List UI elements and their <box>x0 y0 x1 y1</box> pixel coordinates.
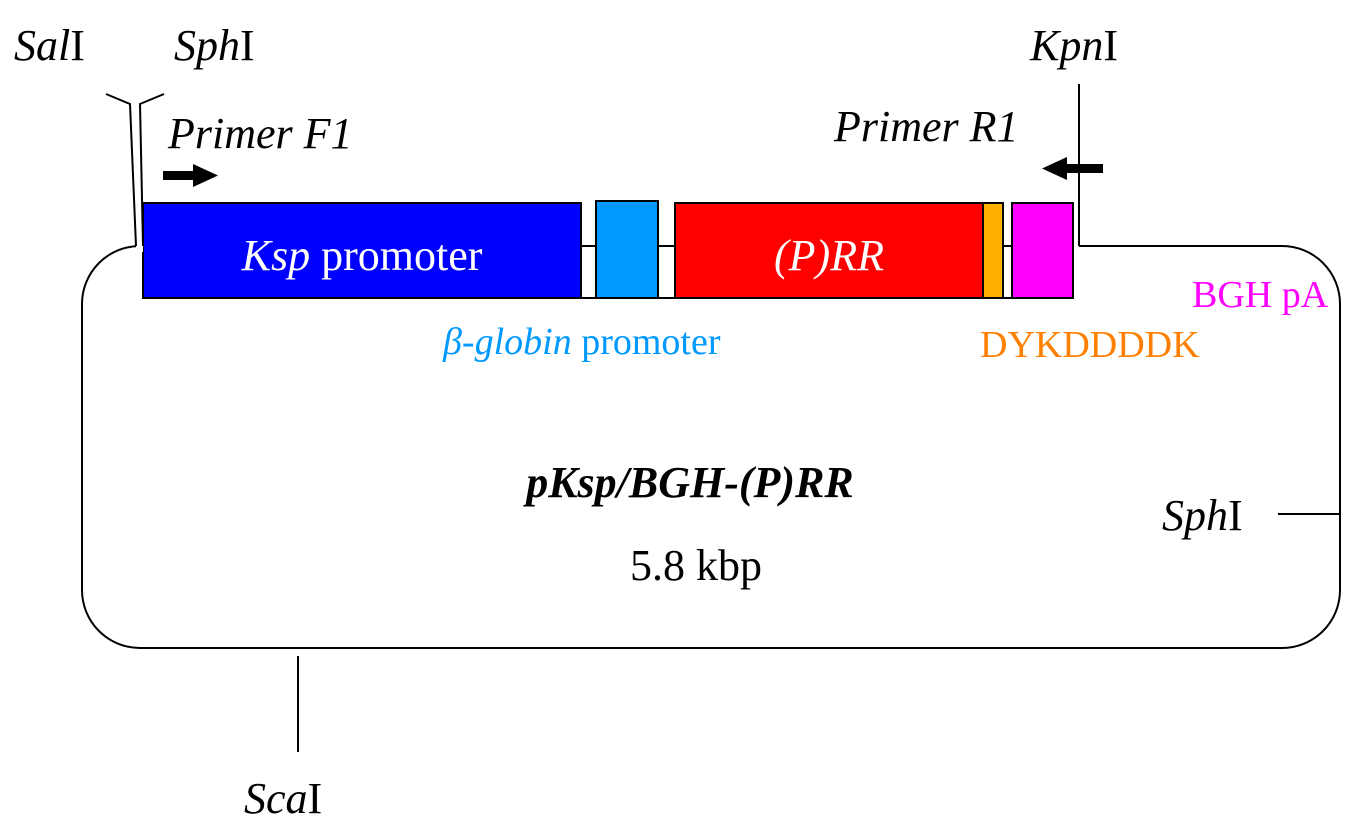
sph-left-site-line <box>138 93 165 247</box>
flag-tag-box <box>982 202 1004 299</box>
sph-right-label: SphI <box>1162 491 1243 540</box>
bgh-pa-label: BGH pA <box>1192 274 1329 316</box>
plasmid-size: 5.8 kbp <box>630 541 762 590</box>
plasmid-name: pKsp/BGH-(P)RR <box>522 458 854 507</box>
prr-box <box>674 202 984 299</box>
ksp-promoter-box <box>142 202 582 299</box>
primer-f1-label: Primer F1 <box>167 109 353 158</box>
primer-r1-arrow <box>1042 157 1103 180</box>
flag-tag-label: DYKDDDDK <box>980 324 1200 366</box>
beta-globin-promoter-label: β-globin promoter <box>442 321 721 363</box>
cassette-gap-right <box>1074 240 1079 252</box>
primer-r1-label: Primer R1 <box>833 102 1019 151</box>
sal-site-line <box>105 93 137 247</box>
cassette-gap <box>136 240 143 252</box>
ksp-promoter-label: Ksp promoter <box>241 231 483 280</box>
primer-f1-arrow <box>163 164 218 187</box>
sca-label: ScaI <box>244 774 322 823</box>
sph-left-label: SphI <box>174 21 255 70</box>
beta-globin-promoter-box <box>595 200 659 299</box>
bgh-pa-box <box>1011 202 1074 299</box>
prr-label: (P)RR <box>774 231 884 280</box>
sal-label: SalI <box>14 21 85 70</box>
kpn-label: KpnI <box>1029 21 1118 70</box>
